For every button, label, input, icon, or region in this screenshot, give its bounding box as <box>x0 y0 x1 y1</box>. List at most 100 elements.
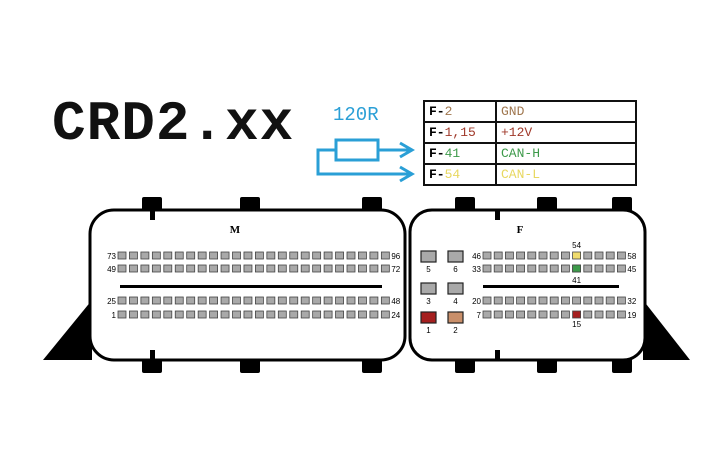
arrow-icon <box>399 165 415 183</box>
row-start-label: 7 <box>477 311 482 320</box>
pin-43 <box>594 264 604 273</box>
pin-53 <box>561 251 570 260</box>
pin-52 <box>151 264 161 273</box>
pin-52 <box>549 251 559 260</box>
power-pin-label: 5 <box>426 265 431 274</box>
pin-55 <box>186 264 196 273</box>
signal-cell: CAN-H <box>495 142 637 165</box>
pin-39 <box>277 296 287 305</box>
pin-37 <box>527 264 537 273</box>
pin-26 <box>129 296 138 305</box>
pin-numbers: 1,15 <box>444 125 476 140</box>
pin-92 <box>335 251 344 260</box>
pin-24 <box>527 296 537 305</box>
pin-8 <box>493 310 503 319</box>
pin-41 <box>572 264 581 273</box>
pin-32 <box>197 296 207 305</box>
pin-27 <box>561 296 570 305</box>
pin-67 <box>323 264 333 273</box>
pin-prefix: F- <box>429 125 445 140</box>
pin-11 <box>527 310 537 319</box>
pin-34 <box>220 296 230 305</box>
pin-21 <box>346 310 356 319</box>
pin-23 <box>369 310 379 319</box>
power-pin-6 <box>447 250 464 263</box>
pin-89 <box>300 251 310 260</box>
pin-33 <box>482 264 492 273</box>
can-l-wire <box>316 148 410 176</box>
pin-31 <box>605 296 615 305</box>
power-pin-2 <box>447 311 464 324</box>
pin-66 <box>312 264 322 273</box>
pin-36 <box>243 296 253 305</box>
key-mark <box>495 350 500 360</box>
pin-20 <box>335 310 344 319</box>
pin-60 <box>243 264 253 273</box>
mount-wedge-left <box>43 300 92 360</box>
pin-numbers: 2 <box>444 104 453 119</box>
pin-19 <box>617 310 626 319</box>
pin-22 <box>358 310 367 319</box>
connector-m-label: M <box>230 224 241 236</box>
pin-48 <box>380 296 390 305</box>
pin-2 <box>129 310 138 319</box>
pin-40 <box>561 264 570 273</box>
row-start-label: 33 <box>472 265 481 274</box>
pin-5 <box>163 310 173 319</box>
power-pin-3 <box>420 282 437 295</box>
pin-62 <box>266 264 276 273</box>
pin-28 <box>572 296 581 305</box>
pin-29 <box>583 296 593 305</box>
pin-94 <box>358 251 367 260</box>
pin-56 <box>594 251 604 260</box>
row-end-label: 32 <box>627 297 636 306</box>
signal-cell: CAN-L <box>495 163 637 186</box>
pin-50 <box>129 264 138 273</box>
row-end-label: 19 <box>627 311 636 320</box>
pin-30 <box>174 296 184 305</box>
pin-number-label: 41 <box>572 276 581 285</box>
pin-35 <box>504 264 514 273</box>
pin-12 <box>243 310 253 319</box>
pin-56 <box>197 264 207 273</box>
pin-38 <box>266 296 276 305</box>
pin-8 <box>197 310 207 319</box>
pin-cell: F-2 <box>423 100 497 123</box>
pin-54 <box>174 264 184 273</box>
pin-78 <box>174 251 184 260</box>
power-pin-label: 6 <box>453 265 458 274</box>
pin-9 <box>504 310 514 319</box>
divider-bar <box>120 285 382 288</box>
pin-75 <box>140 251 150 260</box>
pin-50 <box>527 251 537 260</box>
pin-90 <box>312 251 322 260</box>
pin-72 <box>380 264 390 273</box>
pin-34 <box>493 264 503 273</box>
pin-95 <box>369 251 379 260</box>
pin-91 <box>323 251 333 260</box>
pin-68 <box>335 264 344 273</box>
pin-57 <box>209 264 219 273</box>
divider-bar <box>483 285 619 288</box>
pin-18 <box>605 310 615 319</box>
pin-44 <box>605 264 615 273</box>
pin-3 <box>140 310 150 319</box>
pin-80 <box>197 251 207 260</box>
pin-12 <box>538 310 548 319</box>
pin-15 <box>277 310 287 319</box>
pin-numbers: 54 <box>444 167 461 182</box>
pin-10 <box>516 310 525 319</box>
pin-49 <box>117 264 127 273</box>
pin-10 <box>220 310 230 319</box>
pin-88 <box>289 251 299 260</box>
pin-64 <box>289 264 299 273</box>
pin-49 <box>516 251 525 260</box>
row-end-label: 48 <box>391 297 400 306</box>
pin-83 <box>232 251 241 260</box>
signal-cell: +12V <box>495 121 637 144</box>
pin-11 <box>232 310 241 319</box>
key-mark <box>495 210 500 220</box>
pin-33 <box>209 296 219 305</box>
